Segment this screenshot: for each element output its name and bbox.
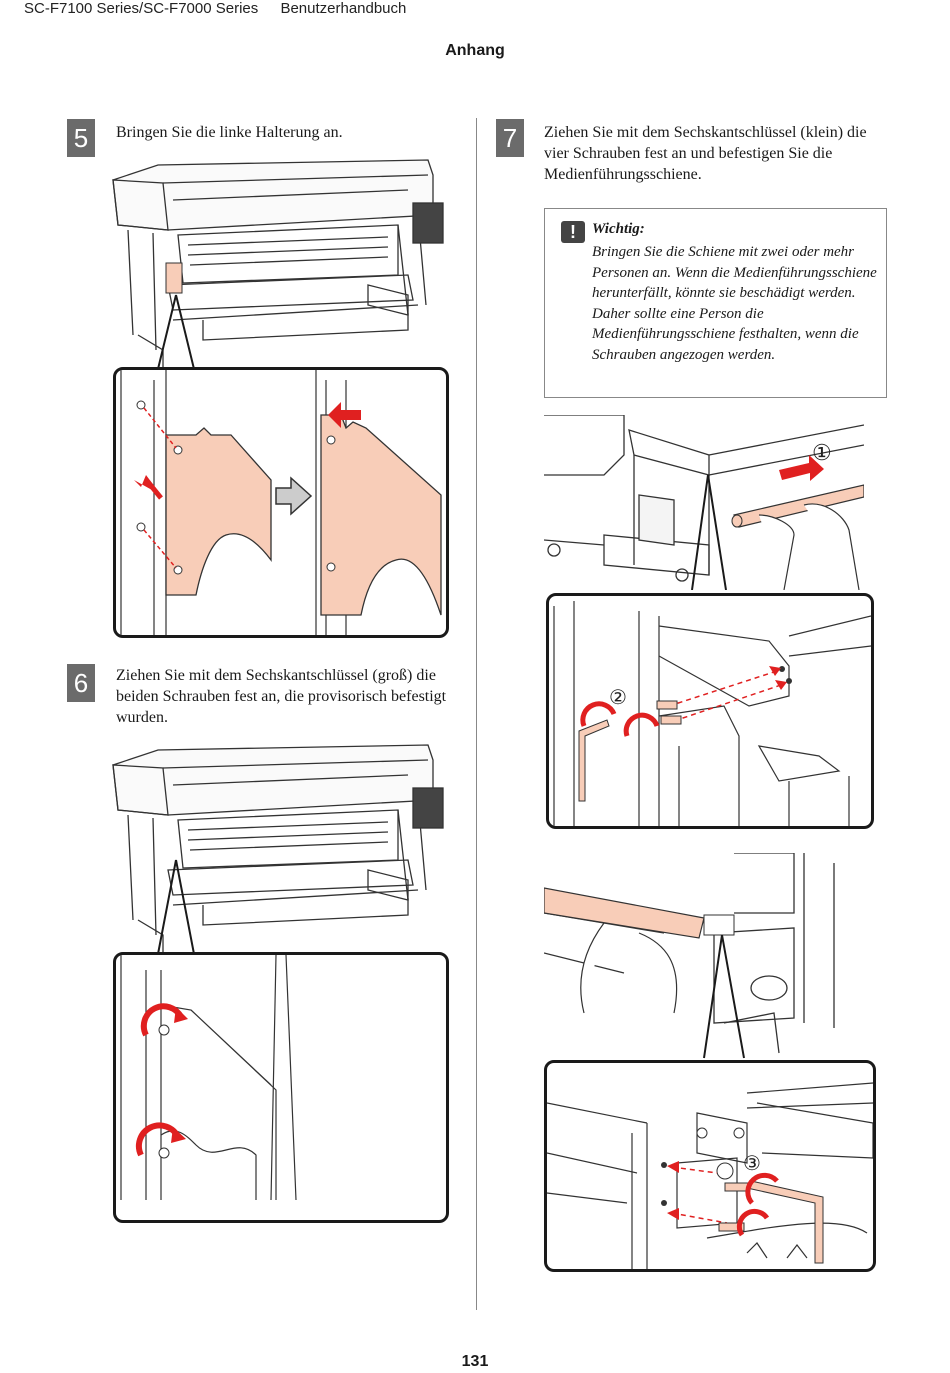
warning-icon: ! <box>561 221 585 243</box>
callout-2: ② <box>609 687 627 709</box>
note-body: Bringen Sie die Schiene mit zwei oder me… <box>592 244 877 363</box>
printer-illustration-step-5 <box>112 159 444 370</box>
zoom-detail-step-5 <box>113 367 449 638</box>
printer-illustration-step-6 <box>112 744 444 955</box>
header-manual: Benutzerhandbuch <box>280 0 407 17</box>
zoom-detail-step-7-b: ③ <box>544 1060 876 1272</box>
screw-tighten-diagram <box>120 955 297 1201</box>
step-5-badge: 5 <box>67 119 95 157</box>
step-5-text: Bringen Sie die linke Halterung an. <box>116 124 343 141</box>
rail-fix-illustration <box>544 853 835 1059</box>
step-7-badge: 7 <box>496 119 524 157</box>
column-divider <box>476 118 477 1310</box>
important-note: ! Wichtig: Bringen Sie die Schiene mit z… <box>544 208 887 398</box>
callout-3: ③ <box>743 1153 761 1175</box>
screw-holes-diagram: ② <box>553 601 871 826</box>
zoom-detail-step-7-a: ② <box>546 593 874 829</box>
page-header: SC-F7100 Series/SC-F7000 Series Benutzer… <box>24 0 424 17</box>
header-model: SC-F7100 Series/SC-F7000 Series <box>24 0 259 17</box>
step-7-text: Ziehen Sie mit dem Sechskantschlüssel (k… <box>544 124 867 183</box>
step-6-badge: 6 <box>67 664 95 702</box>
callout-1: ① <box>812 440 832 465</box>
rail-screws-diagram: ③ <box>547 1082 873 1269</box>
step-6-text: Ziehen Sie mit dem Sechskantschlüssel (g… <box>116 667 447 726</box>
rail-insert-illustration: ① <box>544 415 864 590</box>
note-title: Wichtig: <box>592 221 645 237</box>
zoom-detail-step-6 <box>113 952 449 1223</box>
section-title: Anhang <box>445 42 505 59</box>
page-number: 131 <box>461 1353 489 1370</box>
bracket-attach-diagram <box>120 370 442 635</box>
